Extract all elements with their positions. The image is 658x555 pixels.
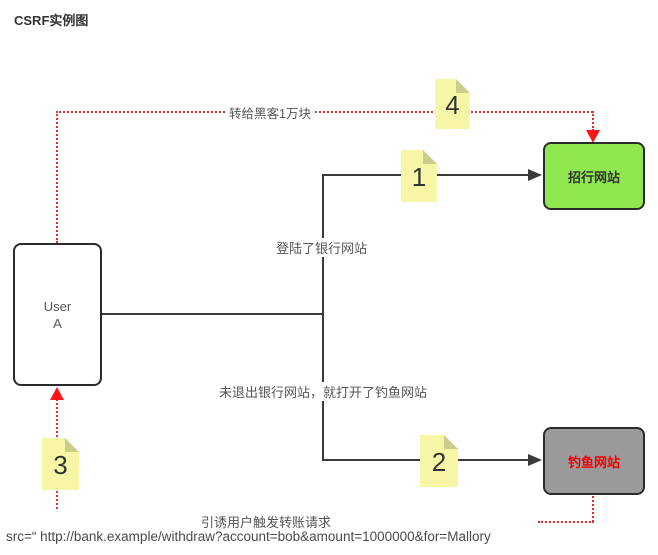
- node-bank-label: 招行网站: [567, 169, 620, 185]
- sticky-note-number: 4: [445, 89, 460, 120]
- dotted-phish-horizontal: [538, 521, 594, 523]
- arrowhead-into-bank: [528, 169, 542, 181]
- label-lure-user-transfer: 引诱用户触发转账请求: [201, 515, 332, 530]
- dotted-transfer-right-vertical: [592, 111, 594, 131]
- sticky-note-number: 2: [431, 446, 447, 477]
- dotted-transfer-horizontal: [56, 111, 593, 113]
- label-opened-phishing-while-logged-in: 未退出银行网站，就打开了钓鱼网站: [217, 382, 430, 401]
- red-arrowhead-into-bank: [586, 130, 600, 143]
- sticky-note-step-3: 3: [42, 438, 79, 490]
- node-user-a: User A: [13, 243, 102, 386]
- sticky-note-number: 3: [53, 449, 68, 480]
- sticky-note-number: 1: [411, 161, 427, 192]
- arrowhead-into-phish: [528, 454, 542, 466]
- dotted-transfer-left-vertical: [56, 111, 58, 243]
- diagram-title: CSRF实例图: [14, 13, 89, 28]
- dotted-phish-vertical: [592, 496, 594, 522]
- label-logged-in-bank: 登陆了银行网站: [274, 238, 370, 257]
- sticky-note-step-4: 4: [435, 79, 470, 129]
- node-bank-site: 招行网站: [543, 142, 645, 210]
- node-user-label-line2: A: [53, 315, 62, 331]
- connector-user-to-junction: [100, 313, 324, 315]
- node-user-label-line1: User: [43, 298, 72, 314]
- node-phish-label: 钓鱼网站: [567, 454, 620, 470]
- node-phishing-site: 钓鱼网站: [543, 427, 645, 495]
- label-transfer-money: 转给黑客1万块: [227, 103, 313, 122]
- red-arrowhead-into-user: [50, 387, 64, 400]
- sticky-note-step-1: 1: [401, 150, 437, 202]
- sticky-note-step-2: 2: [420, 435, 458, 487]
- label-forged-request-url: src=“ http://bank.example/withdraw?accou…: [6, 529, 491, 544]
- connector-vertical-trunk: [322, 174, 324, 461]
